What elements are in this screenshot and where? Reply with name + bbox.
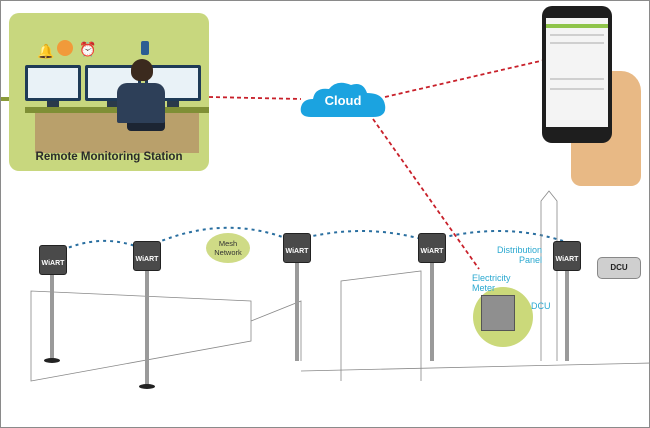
electricity-meter-label: Electricity Meter xyxy=(472,273,511,293)
pole-base xyxy=(44,358,60,363)
station-to-cloud-link xyxy=(208,96,302,100)
distribution-panel-label: Distribution Panel xyxy=(497,245,543,265)
city-sketch xyxy=(30,190,649,382)
cloud-label: Cloud xyxy=(324,93,362,108)
mesh-network-bubble: Mesh Network xyxy=(206,233,250,263)
distribution-panel-icon xyxy=(481,295,515,331)
light-pole xyxy=(145,257,149,387)
mail-icon xyxy=(57,40,73,56)
cloud-icon xyxy=(300,82,386,117)
operator-body xyxy=(117,83,165,123)
wiart-node: WiART xyxy=(283,233,311,263)
mesh-link-4 xyxy=(428,230,564,242)
pole-base xyxy=(139,384,155,389)
wiart-node: WiART xyxy=(133,241,161,271)
operator-head xyxy=(131,59,153,81)
station-label: Remote Monitoring Station xyxy=(35,151,183,163)
mesh-label-line2: Network xyxy=(214,248,242,257)
dcu-device: DCU xyxy=(597,257,641,279)
monitor-left xyxy=(25,65,81,107)
wiart-node: WiART xyxy=(39,245,67,275)
remote-monitoring-station: 🔔 ⏰ Remote Monitoring Station xyxy=(9,13,209,171)
bell-icon: 🔔 xyxy=(37,43,55,59)
wiart-node: WiART xyxy=(418,233,446,263)
dcu-meter-label: DCU xyxy=(531,301,551,311)
light-pole xyxy=(50,263,54,361)
light-pole xyxy=(430,251,434,361)
wiart-node: WiART xyxy=(553,241,581,271)
cloud-to-node-link xyxy=(372,118,480,270)
cloud-to-phone-link xyxy=(384,58,550,98)
phone-screen xyxy=(546,18,608,127)
mesh-link-3 xyxy=(292,230,430,242)
mesh-link-2 xyxy=(142,226,294,250)
light-pole xyxy=(565,251,569,361)
alarm-clock-icon: ⏰ xyxy=(79,41,97,57)
mesh-link-1 xyxy=(55,240,144,254)
smartphone xyxy=(542,6,612,143)
smartphone-icon xyxy=(141,41,149,55)
cloud: Cloud xyxy=(299,79,387,121)
light-pole xyxy=(295,251,299,361)
mesh-label-line1: Mesh xyxy=(218,239,238,248)
